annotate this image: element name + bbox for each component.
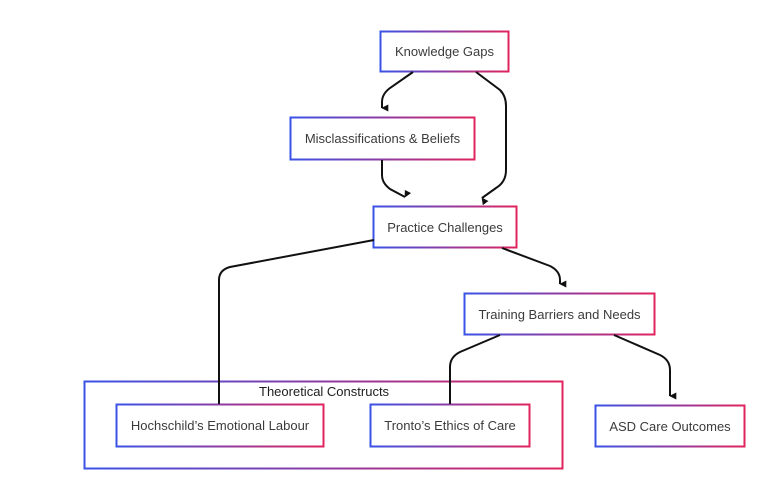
theoretical-constructs-label: Theoretical Constructs <box>259 384 390 399</box>
node-label: Practice Challenges <box>387 219 503 235</box>
node-label: ASD Care Outcomes <box>609 418 731 434</box>
theoretical-constructs-group-border <box>83 380 564 470</box>
hochschild-node[interactable]: Hochschild’s Emotional Labour <box>118 406 322 445</box>
node-label: Hochschild’s Emotional Labour <box>130 418 310 433</box>
edge-misclassifications-to-practice <box>381 160 412 198</box>
edge-knowledge-to-misclassifications <box>381 71 414 112</box>
edge-knowledge-to-practice <box>475 71 507 206</box>
training-barriers-node[interactable]: Training Barriers and Needs <box>466 295 653 333</box>
edge-training-to-asd <box>613 334 677 400</box>
edge-practice-to-hochschild <box>218 239 375 404</box>
misclassifications-node[interactable]: Misclassifications & Beliefs <box>292 119 473 158</box>
practice-challenges-node[interactable]: Practice Challenges <box>375 208 515 246</box>
node-label: Tronto’s Ethics of Care <box>384 418 516 433</box>
node-label: Training Barriers and Needs <box>478 306 641 322</box>
node-label: Knowledge Gaps <box>394 44 494 59</box>
edge-practice-to-training <box>501 247 567 288</box>
asd-outcomes-node[interactable]: ASD Care Outcomes <box>597 407 743 445</box>
tronto-node[interactable]: Tronto’s Ethics of Care <box>372 406 528 445</box>
knowledge-gaps-node[interactable]: Knowledge Gaps <box>382 33 507 70</box>
edge-training-to-tronto <box>449 334 501 404</box>
node-label: Misclassifications & Beliefs <box>304 131 461 146</box>
